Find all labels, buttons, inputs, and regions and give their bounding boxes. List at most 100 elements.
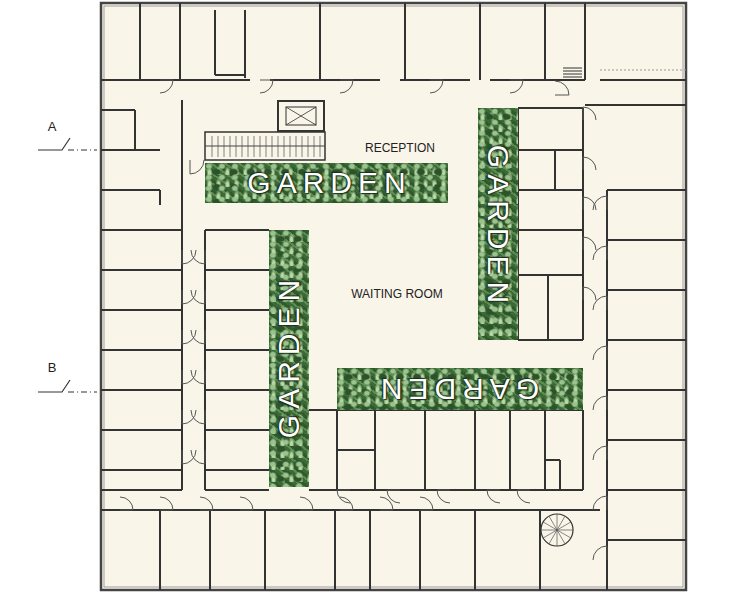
- stair-tread: [563, 71, 582, 72]
- door-swing: [191, 330, 205, 344]
- door-swing: [182, 330, 196, 344]
- wall: [101, 389, 182, 391]
- door-swing: [182, 290, 196, 304]
- walls: [101, 3, 686, 590]
- door-swing: [555, 81, 569, 95]
- wall: [101, 309, 182, 311]
- door-swing: [182, 250, 196, 264]
- section-marker: [38, 138, 70, 150]
- wall: [101, 149, 160, 151]
- wall: [205, 389, 269, 391]
- door-swing: [583, 287, 596, 300]
- door-swing: [160, 80, 173, 93]
- wall: [585, 104, 686, 106]
- wall: [101, 469, 182, 471]
- wall: [101, 429, 182, 431]
- door-swing: [487, 490, 500, 503]
- elevator-shaft: [278, 101, 324, 131]
- wall: [264, 510, 266, 590]
- small-stair: [563, 68, 582, 80]
- door-swing: [583, 197, 596, 210]
- wall: [205, 269, 269, 271]
- door-swing: [160, 497, 173, 510]
- wall: [424, 410, 426, 490]
- elevator-cross: [286, 107, 316, 125]
- section-mark-letter: A: [48, 120, 57, 133]
- section-marker: [38, 380, 70, 392]
- wall: [101, 489, 182, 491]
- door-swing: [182, 450, 196, 464]
- wall: [545, 459, 560, 461]
- section-mark-letter: B: [48, 361, 57, 374]
- wall: [518, 189, 583, 191]
- wall: [404, 3, 406, 80]
- stair-tread: [563, 68, 582, 69]
- garden-label: GARDEN: [375, 374, 539, 404]
- wall: [518, 107, 583, 109]
- wall: [319, 3, 321, 80]
- garden-label: GARDEN: [247, 168, 411, 198]
- wall: [101, 79, 250, 81]
- spiral-stair-tread: [557, 522, 571, 530]
- wall: [101, 269, 182, 271]
- wall: [205, 469, 269, 471]
- wall: [509, 410, 511, 490]
- door-swing: [583, 157, 596, 170]
- door-swing: [593, 496, 607, 510]
- wall: [607, 389, 686, 391]
- wall: [582, 108, 584, 340]
- door-swing: [340, 497, 353, 510]
- garden-band: GARDEN: [337, 368, 583, 410]
- room-label: RECEPTION: [365, 142, 435, 154]
- door-swing: [437, 490, 450, 503]
- wall: [139, 3, 141, 80]
- door-swing: [593, 546, 607, 560]
- wall: [101, 229, 182, 231]
- wall: [544, 410, 546, 490]
- doors: [120, 80, 607, 560]
- door-swing: [593, 446, 607, 460]
- spiral-stair-tread: [543, 530, 557, 538]
- door-swing: [593, 196, 607, 210]
- wall: [244, 10, 246, 78]
- wall: [607, 339, 686, 341]
- door-swing: [120, 497, 133, 510]
- door-swing: [200, 497, 213, 510]
- door-swing: [420, 497, 433, 510]
- wall: [101, 349, 182, 351]
- spiral-stair-tread: [557, 514, 558, 530]
- dotted-line: [600, 70, 686, 71]
- door-swing: [191, 370, 205, 384]
- door-swing: [337, 490, 350, 503]
- door-swing: [191, 410, 205, 424]
- garden-band: GARDEN: [269, 230, 309, 487]
- wall: [205, 429, 269, 431]
- wall: [518, 339, 583, 341]
- door-swing: [191, 250, 205, 264]
- door-swing: [190, 160, 204, 174]
- spiral-stair-tread: [557, 530, 565, 544]
- elevator-car: [286, 107, 316, 125]
- door-swing: [260, 80, 273, 93]
- elevator: [278, 101, 324, 131]
- wall: [539, 510, 541, 590]
- door-swing: [583, 107, 596, 120]
- wall: [209, 510, 211, 590]
- wall: [205, 229, 269, 231]
- garden-label: GARDEN: [274, 273, 304, 437]
- garden-band: GARDEN: [205, 163, 448, 203]
- wall: [490, 79, 585, 81]
- door-swing: [240, 497, 253, 510]
- wall: [479, 3, 481, 80]
- spiral-stair: [541, 514, 573, 546]
- wall: [474, 510, 476, 590]
- door-swing: [340, 80, 353, 93]
- wall: [607, 539, 686, 541]
- door-swing: [182, 410, 196, 424]
- wall: [554, 150, 556, 190]
- garden-label: GARDEN: [483, 145, 513, 309]
- wall: [518, 149, 583, 151]
- spiral-stair-tread: [549, 516, 557, 530]
- stair-divider: [205, 146, 325, 147]
